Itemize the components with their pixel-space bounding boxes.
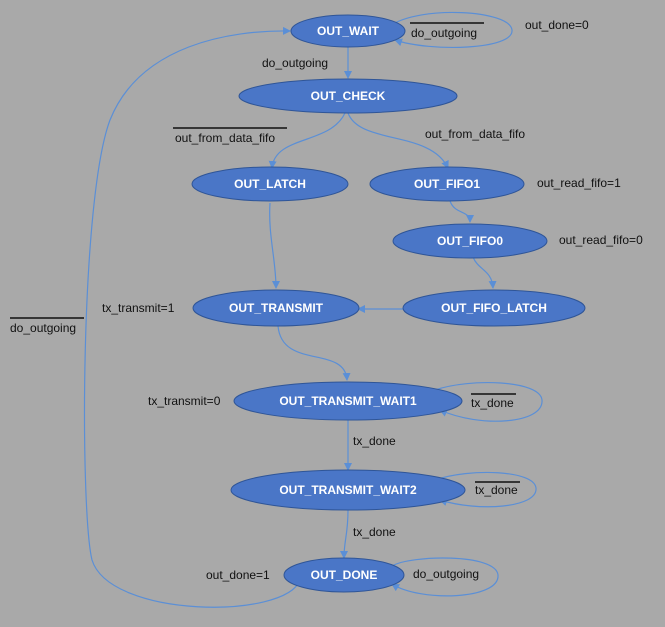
label-fifo1-output: out_read_fifo=1 — [537, 176, 621, 190]
label-wait2-to-done: tx_done — [353, 525, 396, 539]
edge-fifo0-to-fifo-latch — [472, 256, 497, 289]
label-check-to-latch: out_from_data_fifo — [175, 131, 275, 145]
state-out-check: OUT_CHECK — [238, 78, 458, 114]
state-out-fifo0: OUT_FIFO0 — [392, 223, 548, 259]
label-fifo0-output: out_read_fifo=0 — [559, 233, 643, 247]
label-check-to-fifo1: out_from_data_fifo — [425, 127, 525, 141]
transitions — [83, 26, 497, 608]
state-label: OUT_TRANSMIT_WAIT2 — [279, 483, 417, 497]
edge-latch-to-transmit — [269, 202, 280, 289]
label-done-self-loop: do_outgoing — [413, 567, 479, 581]
state-label: OUT_FIFO0 — [437, 234, 503, 248]
edge-fifo1-to-fifo0 — [449, 200, 474, 223]
state-label: OUT_LATCH — [234, 177, 306, 191]
state-out-done: OUT_DONE — [283, 557, 405, 593]
loop-out-done — [391, 557, 499, 597]
edge-transmit-to-wait1 — [277, 325, 351, 381]
edge-check-to-fifo1 — [347, 112, 449, 169]
label-transmit-wait1-output: tx_transmit=0 — [148, 394, 221, 408]
state-out-fifo1: OUT_FIFO1 — [369, 166, 525, 202]
state-label: OUT_CHECK — [311, 89, 386, 103]
state-out-wait: OUT_WAIT — [290, 14, 406, 48]
state-label: OUT_FIFO1 — [414, 177, 480, 191]
labels: do_outgoing out_done=0 do_outgoing out_f… — [10, 18, 643, 582]
loop-out-transmit-wait2 — [434, 471, 537, 508]
edge-done-to-wait — [83, 26, 301, 608]
label-done-to-wait: do_outgoing — [10, 321, 76, 335]
state-label: OUT_TRANSMIT_WAIT1 — [279, 394, 417, 408]
edge-check-to-latch — [268, 112, 346, 169]
edge-wait2-to-done — [340, 509, 349, 559]
state-out-transmit: OUT_TRANSMIT — [192, 289, 360, 327]
label-wait-self-loop: do_outgoing — [411, 26, 477, 40]
state-out-latch: OUT_LATCH — [191, 166, 349, 202]
label-wait-to-check: do_outgoing — [262, 56, 328, 70]
label-transmit-output: tx_transmit=1 — [102, 301, 175, 315]
state-label: OUT_FIFO_LATCH — [441, 301, 547, 315]
loop-out-wait — [389, 11, 513, 49]
label-transmit-wait1-self-loop: tx_done — [471, 396, 514, 410]
state-label: OUT_TRANSMIT — [229, 301, 324, 315]
state-out-transmit-wait2: OUT_TRANSMIT_WAIT2 — [230, 469, 466, 511]
state-label: OUT_WAIT — [317, 24, 380, 38]
state-out-transmit-wait1: OUT_TRANSMIT_WAIT1 — [233, 381, 463, 421]
label-transmit-wait2-self-loop: tx_done — [475, 483, 518, 497]
state-out-fifo-latch: OUT_FIFO_LATCH — [402, 289, 586, 327]
label-done-output: out_done=1 — [206, 568, 270, 582]
state-label: OUT_DONE — [311, 568, 378, 582]
self-loops — [389, 11, 543, 597]
label-wait-output: out_done=0 — [525, 18, 589, 32]
loop-out-transmit-wait1 — [434, 381, 543, 422]
label-wait1-to-wait2: tx_done — [353, 434, 396, 448]
